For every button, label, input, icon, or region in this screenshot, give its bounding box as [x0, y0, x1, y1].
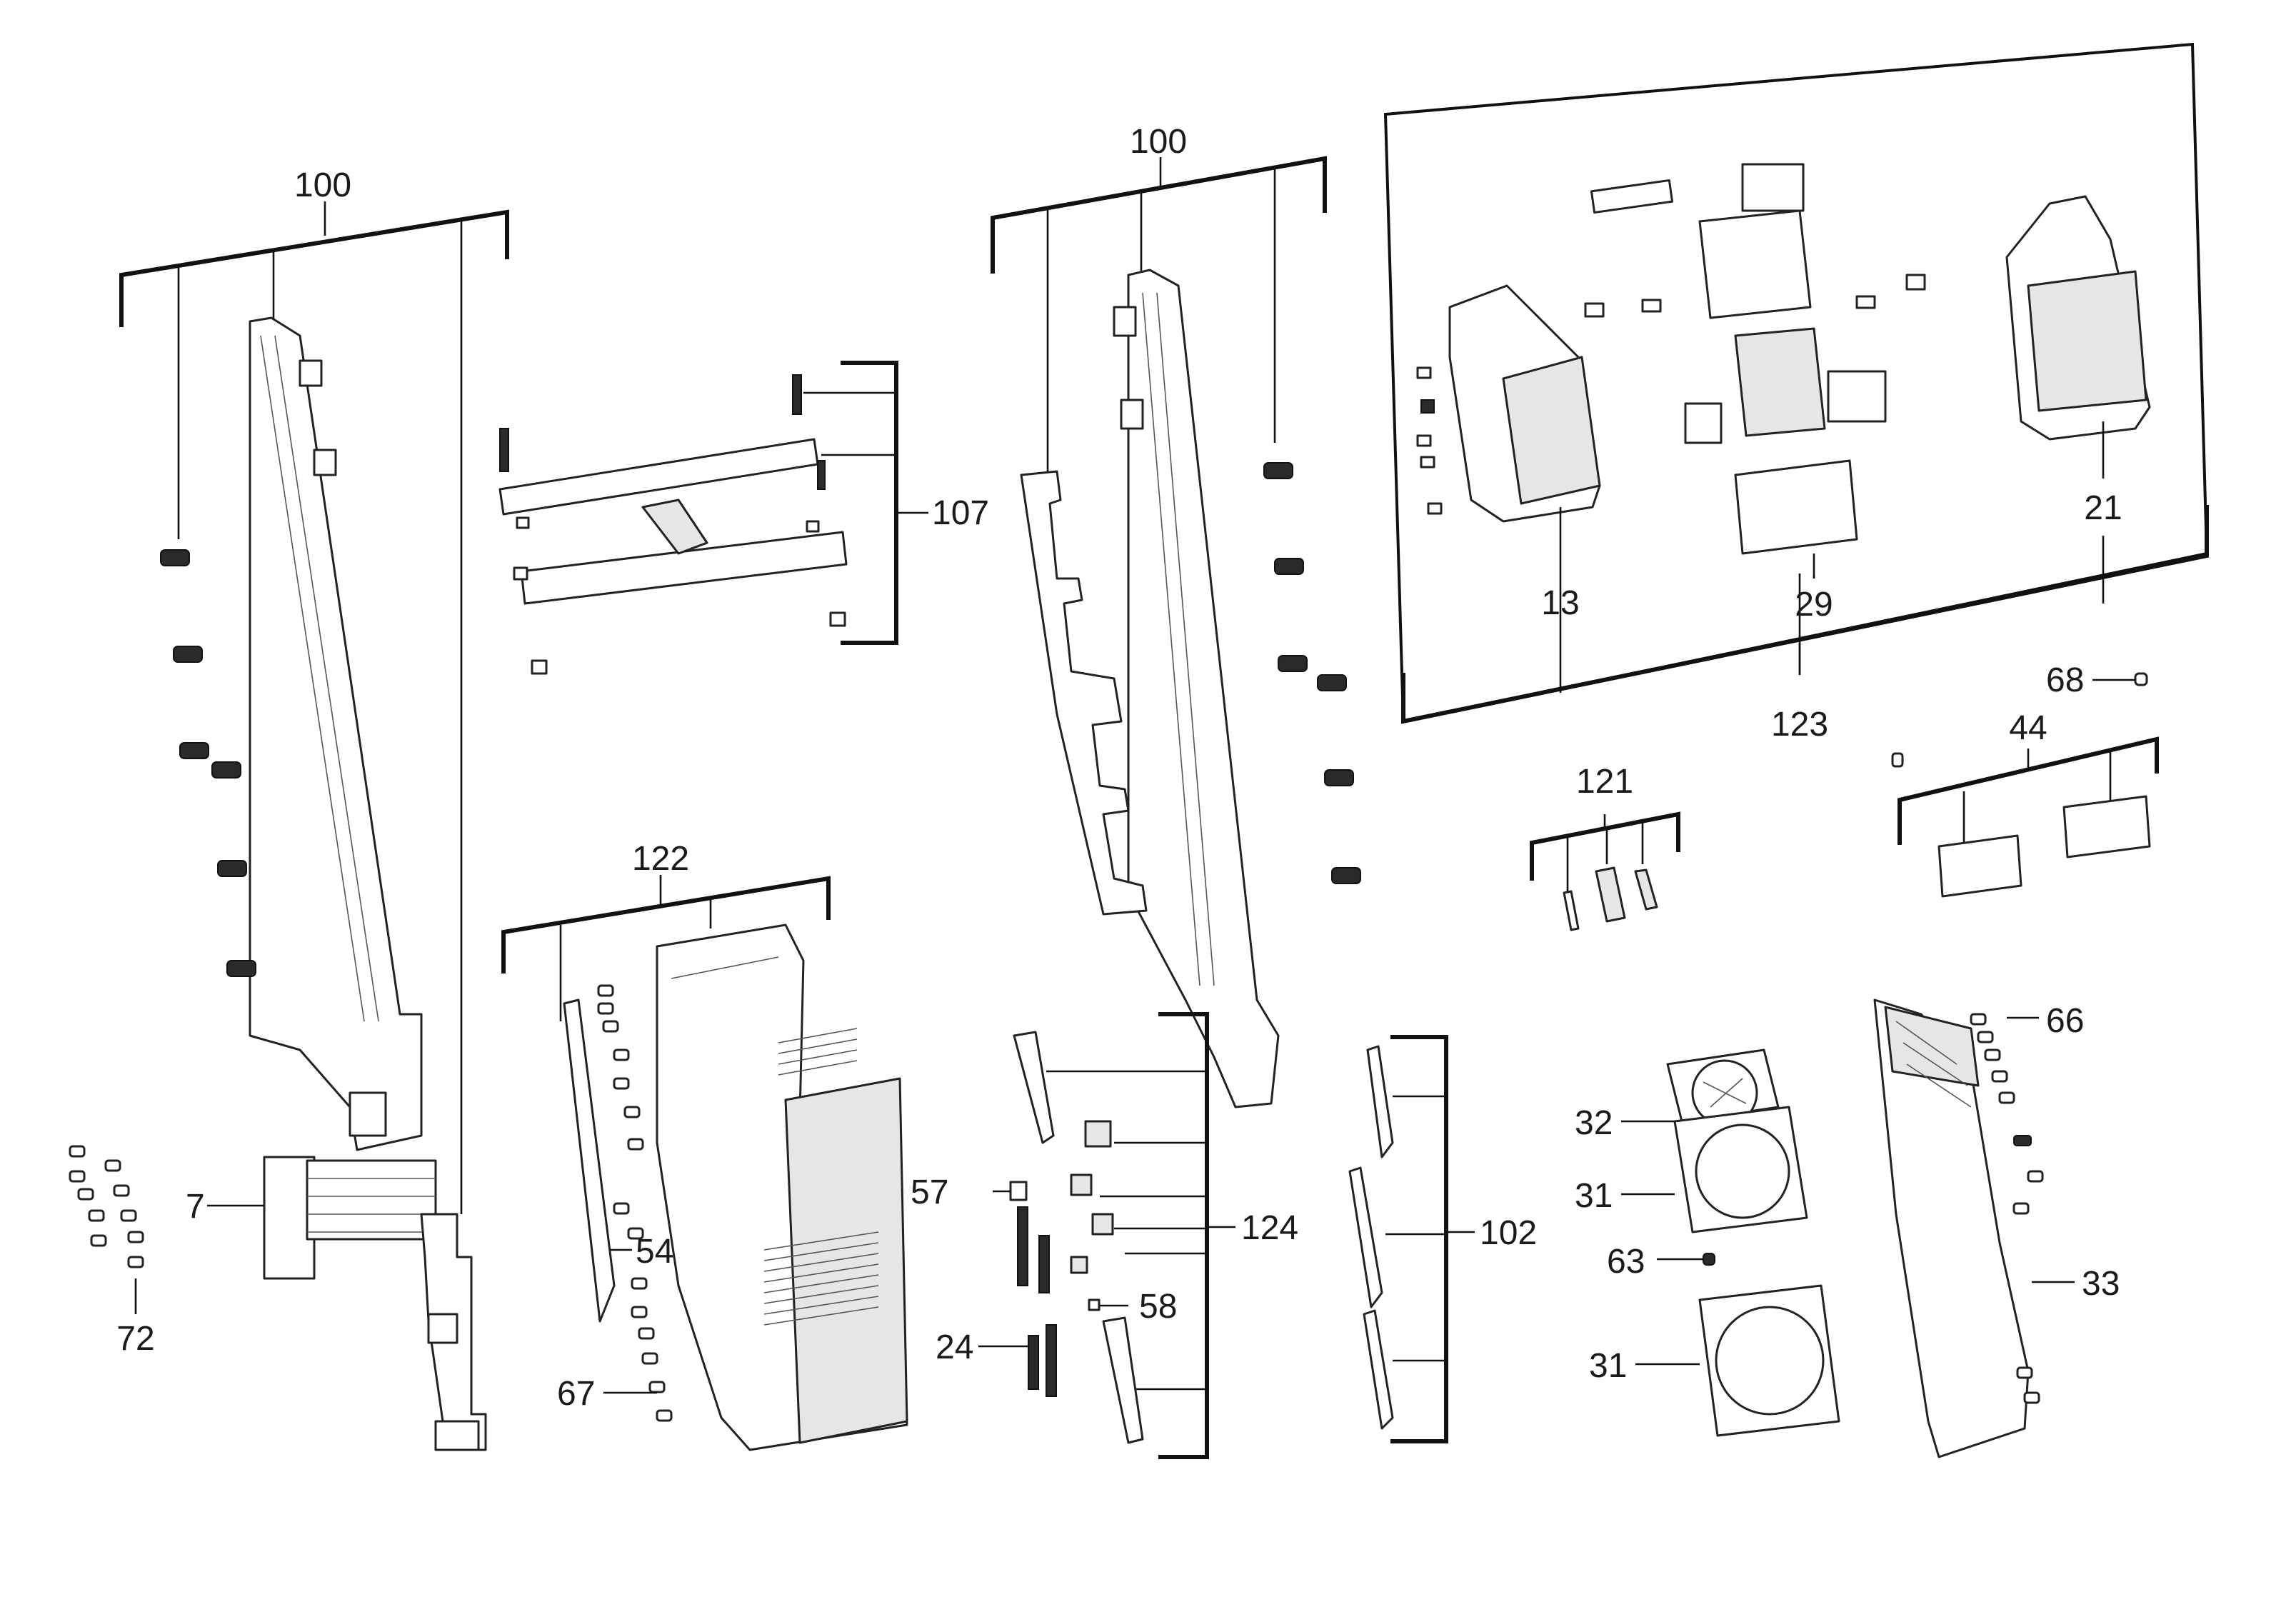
- part-121: [1563, 866, 1658, 931]
- part-63: [1703, 1253, 1715, 1266]
- callout-21: 21: [2084, 489, 2122, 527]
- callout-13: 13: [1541, 584, 1579, 622]
- frame-123: [1383, 42, 2209, 724]
- rail-tab: [299, 359, 323, 387]
- part-57: [1009, 1181, 1028, 1201]
- callout-124: 124: [1241, 1209, 1298, 1247]
- callout-29: 29: [1795, 586, 1833, 624]
- callout-54: 54: [636, 1233, 673, 1271]
- part-58: [1088, 1298, 1101, 1311]
- fan-housing-part-31-bottom: [1698, 1284, 1840, 1437]
- crossbar-part-107: [498, 374, 848, 675]
- callout-labels: 100 100 107 122 7 72 54 67 57 24 58 124 …: [116, 123, 2122, 1413]
- callout-57: 57: [911, 1173, 948, 1211]
- rail-foot: [349, 1091, 387, 1137]
- callout-63: 63: [1607, 1243, 1645, 1281]
- motor-part-7: [263, 1156, 487, 1451]
- switch-parts-124: [1013, 1031, 1144, 1444]
- screw-set-left: [160, 549, 256, 977]
- housing-part-33: [1873, 998, 2030, 1458]
- screw-set-72: [69, 1145, 144, 1268]
- handle-rail-middle: [1113, 269, 1280, 1108]
- part-68: [2134, 672, 2148, 686]
- callout-72: 72: [116, 1320, 154, 1358]
- callout-100-middle: 100: [1130, 123, 1187, 161]
- callout-121: 121: [1576, 763, 1633, 801]
- part-29: [1590, 163, 1887, 555]
- screw-set-66: [1970, 1013, 2044, 1404]
- screw-set-67: [597, 984, 673, 1422]
- gasket-part-54: [563, 998, 616, 1323]
- callout-44: 44: [2009, 709, 2047, 747]
- bracket-strip-middle: [1020, 470, 1148, 916]
- callout-68: 68: [2046, 661, 2084, 699]
- left-handle-assembly: [69, 201, 509, 1451]
- screw-set-middle: [1263, 462, 1361, 884]
- callout-33: 33: [2082, 1265, 2120, 1303]
- callout-67: 67: [557, 1375, 595, 1413]
- rail-tab: [313, 449, 337, 476]
- callout-123: 123: [1771, 706, 1828, 744]
- housing-part-122: [656, 923, 908, 1451]
- callout-102: 102: [1480, 1214, 1537, 1252]
- callout-7: 7: [186, 1188, 205, 1226]
- callout-122: 122: [632, 840, 689, 878]
- callout-107: 107: [932, 494, 989, 532]
- part-44: [1937, 795, 2151, 898]
- callout-31-bottom: 31: [1589, 1347, 1627, 1385]
- gasket-set-102: [1348, 1045, 1394, 1430]
- callout-100-left: 100: [294, 166, 351, 204]
- callout-32: 32: [1575, 1104, 1613, 1142]
- spring-part-24: [1017, 1206, 1028, 1286]
- callout-58: 58: [1139, 1288, 1177, 1326]
- callout-66: 66: [2046, 1002, 2084, 1040]
- callout-24: 24: [936, 1328, 973, 1366]
- fan-housing-part-31-top: [1673, 1106, 1808, 1233]
- callout-31-top: 31: [1575, 1177, 1613, 1215]
